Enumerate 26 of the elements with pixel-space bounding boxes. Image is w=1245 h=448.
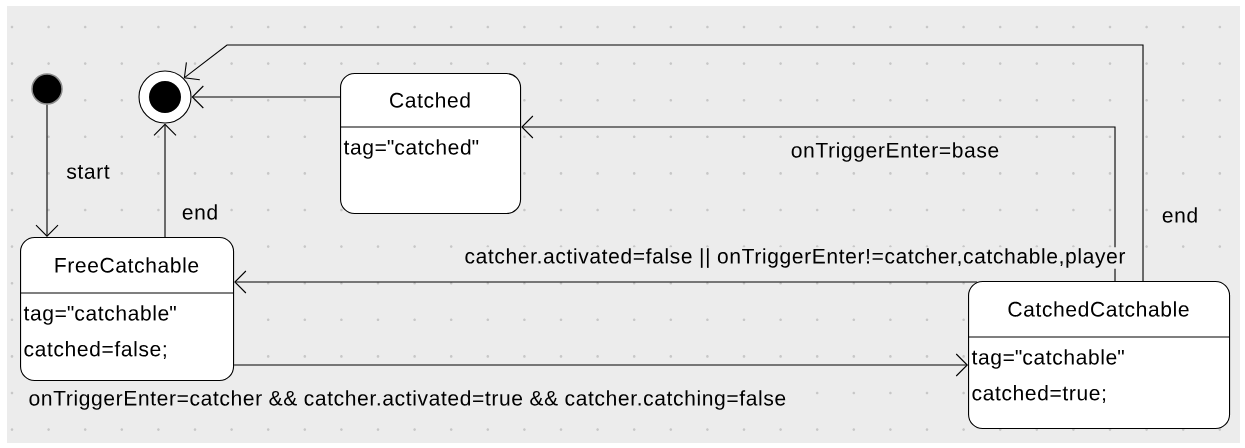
transition-arrow xyxy=(183,44,1144,282)
transition-label: onTriggerEnter=catcher && catcher.activated=true && catcher.catching=false xyxy=(27,389,788,411)
transition-arrow xyxy=(35,104,59,237)
state-attribute: catched=false; xyxy=(24,341,166,359)
transition-label: catcher.activated=false || onTriggerEnter!=catcher,catchable,player xyxy=(463,247,1127,269)
state-box xyxy=(339,73,522,215)
transition-arrow xyxy=(521,115,1116,282)
transition-label: end xyxy=(1160,206,1200,224)
transition-arrow xyxy=(233,353,968,377)
state-name: FreeCatchable xyxy=(55,257,199,273)
transition-arrow xyxy=(191,85,341,109)
state-box xyxy=(967,281,1231,430)
final-state-symbol xyxy=(138,70,192,124)
state-attribute: tag="catchable" xyxy=(971,349,1124,369)
transition-arrow xyxy=(234,270,978,294)
transition-arrow xyxy=(153,123,177,238)
state-name: CatchedCatchable xyxy=(1008,301,1189,317)
state-attribute: catched=true; xyxy=(972,385,1106,403)
state-attribute: tag="catchable" xyxy=(23,305,176,325)
state-box xyxy=(19,237,235,382)
state-name: Catched xyxy=(390,92,470,108)
transition-label: start xyxy=(65,164,111,180)
initial-state-dot xyxy=(31,73,63,105)
transition-label: end xyxy=(180,203,220,221)
transition-label: onTriggerEnter=base xyxy=(789,141,1001,163)
state-attribute: tag="catched" xyxy=(343,139,479,159)
